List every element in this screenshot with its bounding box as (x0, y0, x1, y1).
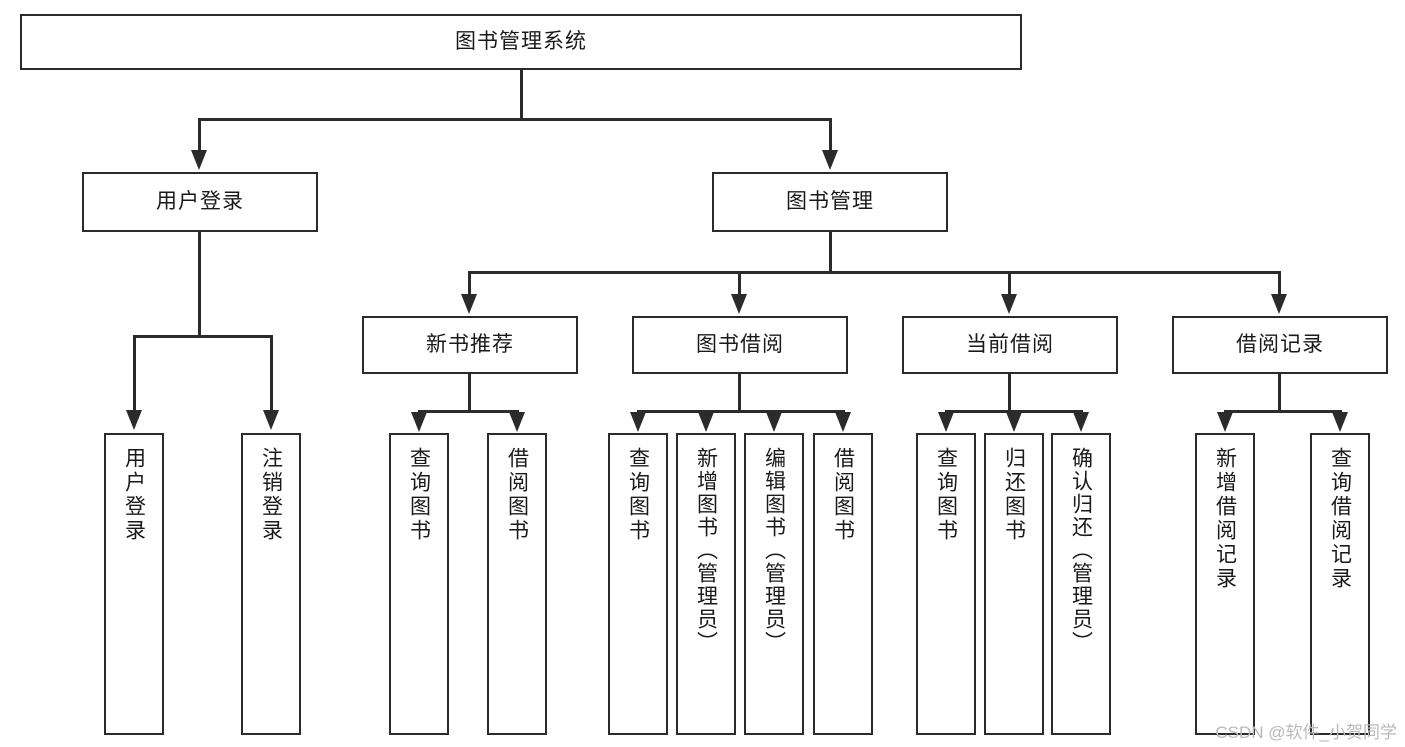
arrowhead-leaf-query-book-3 (938, 412, 954, 432)
leaf-label: 查询图书 (934, 447, 958, 543)
leaf-query-borrow-record[interactable]: 查询借阅记录 (1310, 433, 1370, 735)
node-label: 用户登录 (156, 190, 244, 214)
arrowhead-leaf-user-login (126, 410, 142, 430)
arrowhead-borrow-record (1271, 294, 1287, 314)
node-new-book-recommend[interactable]: 新书推荐 (362, 316, 578, 374)
leaf-user-login[interactable]: 用户登录 (104, 433, 164, 735)
connector-borrow-record-bus (1224, 410, 1341, 413)
leaf-query-book-borrow[interactable]: 查询图书 (608, 433, 668, 735)
leaf-query-book-current[interactable]: 查询图书 (916, 433, 976, 735)
connector-user-login-drop-2 (270, 335, 273, 411)
leaf-label: 归还图书 (1002, 447, 1026, 543)
leaf-label: 确认归还（管理员） (1069, 447, 1093, 654)
leaf-edit-book-admin[interactable]: 编辑图书（管理员） (744, 433, 804, 735)
arrowhead-user-login (191, 150, 207, 170)
arrowhead-leaf-borrow-book-1 (509, 412, 525, 432)
connector-level1-bus (198, 118, 832, 121)
node-label: 当前借阅 (966, 333, 1054, 357)
leaf-logout[interactable]: 注销登录 (241, 433, 301, 735)
connector-book-borrow-bus (637, 410, 842, 413)
node-book-manage[interactable]: 图书管理 (712, 172, 948, 232)
node-label: 图书借阅 (696, 333, 784, 357)
leaf-borrow-book[interactable]: 借阅图书 (813, 433, 873, 735)
connector-to-user-login (198, 118, 201, 152)
leaf-confirm-return-admin[interactable]: 确认归还（管理员） (1051, 433, 1111, 735)
leaf-borrow-book-recommend[interactable]: 借阅图书 (487, 433, 547, 735)
connector-level2-drop-2 (738, 271, 741, 295)
arrowhead-leaf-confirm-return (1073, 412, 1089, 432)
watermark-text: CSDN @软件_小贺同学 (1215, 723, 1397, 742)
connector-borrow-record-stem (1278, 374, 1281, 410)
arrowhead-leaf-return-book (1006, 412, 1022, 432)
leaf-label: 借阅图书 (831, 447, 855, 543)
connector-new-book-stem (468, 374, 471, 410)
arrowhead-leaf-borrow-book-2 (835, 412, 851, 432)
leaf-add-borrow-record[interactable]: 新增借阅记录 (1195, 433, 1255, 735)
leaf-return-book[interactable]: 归还图书 (984, 433, 1044, 735)
connector-book-manage-stem (829, 232, 832, 271)
connector-root-stem (520, 70, 523, 118)
connector-level2-drop-4 (1278, 271, 1281, 295)
arrowhead-leaf-edit-book (766, 412, 782, 432)
node-book-borrow[interactable]: 图书借阅 (632, 316, 848, 374)
arrowhead-leaf-query-book-1 (411, 412, 427, 432)
leaf-label: 编辑图书（管理员） (762, 447, 786, 654)
node-label: 新书推荐 (426, 333, 514, 357)
connector-user-login-drop-1 (133, 335, 136, 411)
leaf-label: 新增借阅记录 (1213, 447, 1237, 591)
connector-to-book-manage (829, 118, 832, 152)
connector-user-login-bus (133, 335, 272, 338)
arrowhead-new-book-recommend (461, 294, 477, 314)
leaf-label: 查询图书 (407, 447, 431, 543)
node-current-borrow[interactable]: 当前借阅 (902, 316, 1118, 374)
arrowhead-book-manage (822, 150, 838, 170)
leaf-label: 注销登录 (259, 447, 283, 543)
arrowhead-leaf-logout (263, 410, 279, 430)
arrowhead-book-borrow (731, 294, 747, 314)
node-label: 图书管理系统 (455, 30, 587, 54)
connector-book-borrow-stem (738, 374, 741, 410)
connector-level2-bus (468, 271, 1280, 274)
node-label: 借阅记录 (1236, 333, 1324, 357)
leaf-label: 新增图书（管理员） (694, 447, 718, 654)
arrowhead-leaf-add-book (698, 412, 714, 432)
connector-current-borrow-bus (945, 410, 1080, 413)
leaf-label: 用户登录 (122, 447, 146, 543)
leaf-label: 借阅图书 (505, 447, 529, 543)
node-user-login[interactable]: 用户登录 (82, 172, 318, 232)
node-borrow-record[interactable]: 借阅记录 (1172, 316, 1388, 374)
connector-current-borrow-stem (1008, 374, 1011, 410)
arrowhead-leaf-add-record (1217, 412, 1233, 432)
leaf-add-book-admin[interactable]: 新增图书（管理员） (676, 433, 736, 735)
leaf-label: 查询图书 (626, 447, 650, 543)
connector-level2-drop-3 (1008, 271, 1011, 295)
node-root-system[interactable]: 图书管理系统 (20, 14, 1022, 70)
arrowhead-leaf-query-book-2 (630, 412, 646, 432)
leaf-label: 查询借阅记录 (1328, 447, 1352, 591)
connector-user-login-stem (198, 232, 201, 335)
arrowhead-leaf-query-record (1332, 412, 1348, 432)
connector-new-book-bus (418, 410, 518, 413)
arrowhead-current-borrow (1001, 294, 1017, 314)
node-label: 图书管理 (786, 190, 874, 214)
leaf-query-book-recommend[interactable]: 查询图书 (389, 433, 449, 735)
connector-level2-drop-1 (468, 271, 471, 295)
